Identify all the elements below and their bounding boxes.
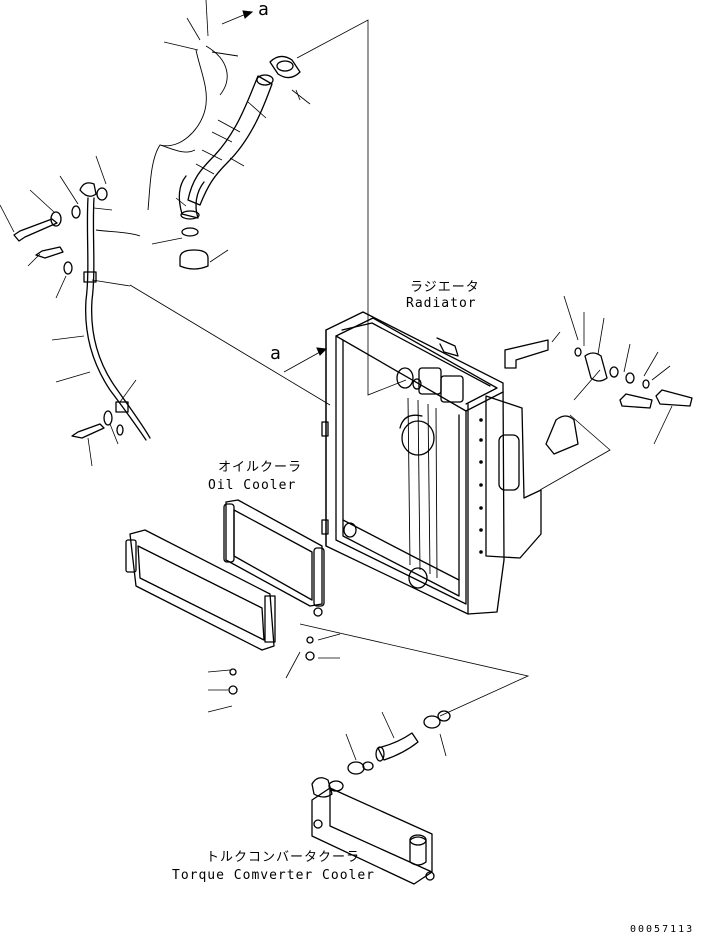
drawing-number: 00057113 <box>630 924 695 935</box>
torque-converter-label-jp: トルクコンバータクーラ <box>206 850 361 865</box>
upper-hoses <box>147 45 301 270</box>
radiator-label-en: Radiator <box>406 296 477 311</box>
left-pipe <box>13 182 151 441</box>
torque-converter-cooler <box>311 710 451 885</box>
radiator-label-jp: ラジエータ <box>410 280 480 295</box>
right-brackets <box>504 339 693 455</box>
marker-a-left: a <box>270 343 282 364</box>
marker-a-top: a <box>258 0 270 20</box>
oil-cooler <box>223 499 325 617</box>
part-leaders <box>0 0 673 761</box>
connection-lines <box>129 19 611 717</box>
arrow-right-icon <box>221 10 328 373</box>
torque-converter-label-en: Torque Comverter Cooler <box>172 868 376 883</box>
oil-cooler-label-jp: オイルクーラ <box>218 460 303 475</box>
radiator <box>321 311 542 615</box>
guard-frame <box>125 529 315 695</box>
oil-cooler-label-en: Oil Cooler <box>208 478 297 493</box>
